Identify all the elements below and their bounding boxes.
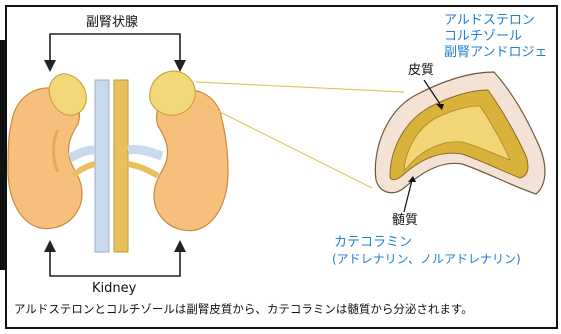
hormone-cortex-1: アルドステロン <box>444 14 535 27</box>
hormone-medulla-title: カテコラミン <box>334 236 412 249</box>
cortex-label: 皮質 <box>408 64 434 77</box>
adrenal-label: 副腎状腺 <box>86 16 138 29</box>
hormone-medulla-sub: (アドレナリン、ノルアドレナリン) <box>332 253 521 265</box>
bottom-bracket-arrow <box>50 252 180 276</box>
adrenal-cross-section <box>375 72 545 194</box>
right-adrenal-gland <box>150 71 196 115</box>
medulla-label: 髄質 <box>392 214 418 227</box>
hormone-cortex-2: コルチゾール <box>444 30 522 43</box>
kidney-label: Kidney <box>92 282 136 295</box>
top-bracket-arrow <box>50 34 180 60</box>
hormone-cortex-3: 副腎アンドロジェ <box>444 46 547 59</box>
caption: アルドステロンとコルチゾールは副腎皮質から、カテコラミンは髄質から分泌されます。 <box>14 304 473 316</box>
